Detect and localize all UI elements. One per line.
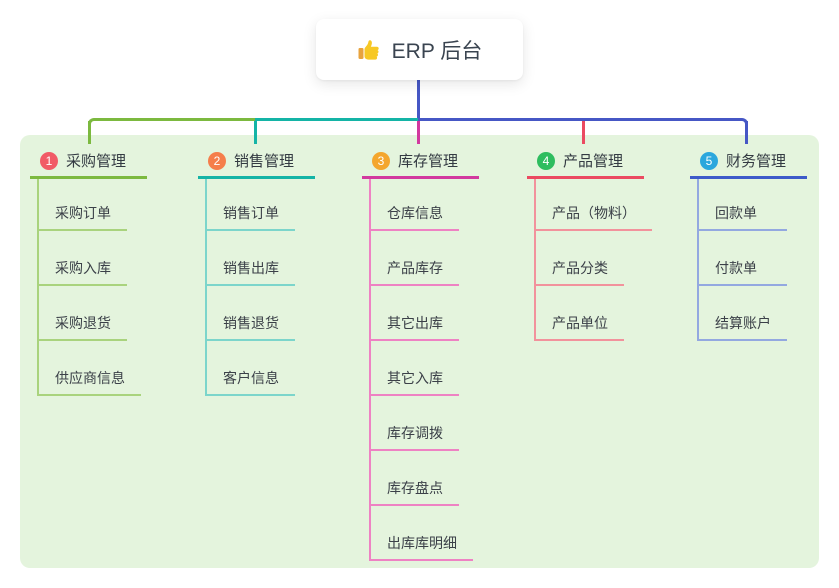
- leaf-node[interactable]: 其它出库: [369, 286, 459, 341]
- leaf-node[interactable]: 其它入库: [369, 341, 459, 396]
- leaf-node[interactable]: 采购入库: [37, 231, 127, 286]
- leaf-node-label: 产品分类: [552, 260, 608, 276]
- leaf-node-label: 产品单位: [552, 315, 608, 331]
- branch-sales-management: 2 销售管理 销售订单 销售出库 销售退货 客户信息: [198, 148, 315, 396]
- branch-purchase-management: 1 采购管理 采购订单 采购入库 采购退货 供应商信息: [30, 148, 147, 396]
- leaf-node-label: 供应商信息: [55, 370, 125, 386]
- branch-node-finance[interactable]: 5 财务管理: [690, 148, 807, 179]
- leaf-node[interactable]: 库存调拨: [369, 396, 459, 451]
- leaf-node-label: 采购退货: [55, 315, 111, 331]
- leaf-node[interactable]: 采购订单: [37, 179, 127, 231]
- branch-label: 采购管理: [66, 153, 127, 170]
- leaf-node[interactable]: 付款单: [697, 231, 787, 286]
- leaf-node-label: 库存调拨: [387, 425, 443, 441]
- leaf-node[interactable]: 回款单: [697, 179, 787, 231]
- branch-node-purchase[interactable]: 1 采购管理: [30, 148, 147, 179]
- branch-number-badge: 4: [537, 151, 555, 170]
- leaf-node[interactable]: 客户信息: [205, 341, 295, 396]
- leaf-node[interactable]: 采购退货: [37, 286, 127, 341]
- leaf-node[interactable]: 出库库明细: [369, 506, 473, 561]
- branch-item-list: 销售订单 销售出库 销售退货 客户信息: [205, 179, 295, 396]
- branch-inventory-management: 3 库存管理 仓库信息 产品库存 其它出库 其它入库 库存调拨 库存盘点 出库库…: [362, 148, 479, 561]
- branch-number-badge: 3: [372, 151, 390, 170]
- branches-background-panel: [20, 135, 819, 568]
- leaf-node[interactable]: 销售出库: [205, 231, 295, 286]
- leaf-node-label: 采购订单: [55, 205, 111, 221]
- leaf-node-label: 仓库信息: [387, 205, 443, 221]
- branch-item-list: 采购订单 采购入库 采购退货 供应商信息: [37, 179, 141, 396]
- leaf-node-label: 付款单: [715, 260, 757, 276]
- leaf-node[interactable]: 产品（物料）: [534, 179, 652, 231]
- connector-drop-purchase: [88, 121, 91, 144]
- leaf-node-label: 其它出库: [387, 315, 443, 331]
- leaf-node-label: 其它入库: [387, 370, 443, 386]
- connector-drop-sales: [254, 121, 257, 144]
- branch-number-badge: 2: [208, 151, 226, 170]
- branch-node-sales[interactable]: 2 销售管理: [198, 148, 315, 179]
- connector-drop-finance: [745, 121, 748, 144]
- root-node-label: ERP 后台: [391, 39, 483, 63]
- branch-label: 库存管理: [398, 153, 459, 170]
- leaf-node[interactable]: 结算账户: [697, 286, 787, 341]
- leaf-node-label: 销售订单: [223, 205, 279, 221]
- leaf-node[interactable]: 仓库信息: [369, 179, 459, 231]
- connector-bus-segment-teal: [255, 118, 418, 121]
- leaf-node[interactable]: 销售退货: [205, 286, 295, 341]
- leaf-node[interactable]: 库存盘点: [369, 451, 459, 506]
- leaf-node-label: 出库库明细: [387, 535, 457, 551]
- leaf-node-label: 库存盘点: [387, 480, 443, 496]
- connector-drop-product: [582, 121, 585, 144]
- leaf-node[interactable]: 销售订单: [205, 179, 295, 231]
- branch-item-list: 产品（物料） 产品分类 产品单位: [534, 179, 652, 341]
- leaf-node-label: 产品（物料）: [552, 205, 636, 221]
- branch-label: 销售管理: [234, 153, 295, 170]
- leaf-node-label: 产品库存: [387, 260, 443, 276]
- leaf-node-label: 回款单: [715, 205, 757, 221]
- leaf-node[interactable]: 供应商信息: [37, 341, 141, 396]
- branch-number-badge: 1: [40, 151, 58, 170]
- leaf-node-label: 结算账户: [715, 315, 771, 331]
- branch-item-list: 仓库信息 产品库存 其它出库 其它入库 库存调拨 库存盘点 出库库明细: [369, 179, 473, 561]
- leaf-node-label: 销售出库: [223, 260, 279, 276]
- branch-item-list: 回款单 付款单 结算账户: [697, 179, 787, 341]
- leaf-node[interactable]: 产品分类: [534, 231, 624, 286]
- branch-number-badge: 5: [700, 151, 718, 170]
- connector-bus-segment-indigo: [418, 118, 740, 121]
- branch-label: 产品管理: [563, 153, 624, 170]
- connector-drop-inventory: [417, 121, 420, 144]
- branch-product-management: 4 产品管理 产品（物料） 产品分类 产品单位: [527, 148, 652, 341]
- leaf-node-label: 销售退货: [223, 315, 279, 331]
- leaf-node-label: 客户信息: [223, 370, 279, 386]
- branch-node-product[interactable]: 4 产品管理: [527, 148, 644, 179]
- leaf-node[interactable]: 产品单位: [534, 286, 624, 341]
- branch-node-inventory[interactable]: 3 库存管理: [362, 148, 479, 179]
- connector-bus-segment-green: [95, 118, 255, 121]
- branch-label: 财务管理: [726, 153, 787, 170]
- branch-finance-management: 5 财务管理 回款单 付款单 结算账户: [690, 148, 807, 341]
- connector-root-stem: [417, 80, 420, 120]
- thumbs-up-icon: [357, 38, 381, 62]
- leaf-node-label: 采购入库: [55, 260, 111, 276]
- leaf-node[interactable]: 产品库存: [369, 231, 459, 286]
- root-node-erp-backend[interactable]: ERP 后台: [316, 19, 523, 80]
